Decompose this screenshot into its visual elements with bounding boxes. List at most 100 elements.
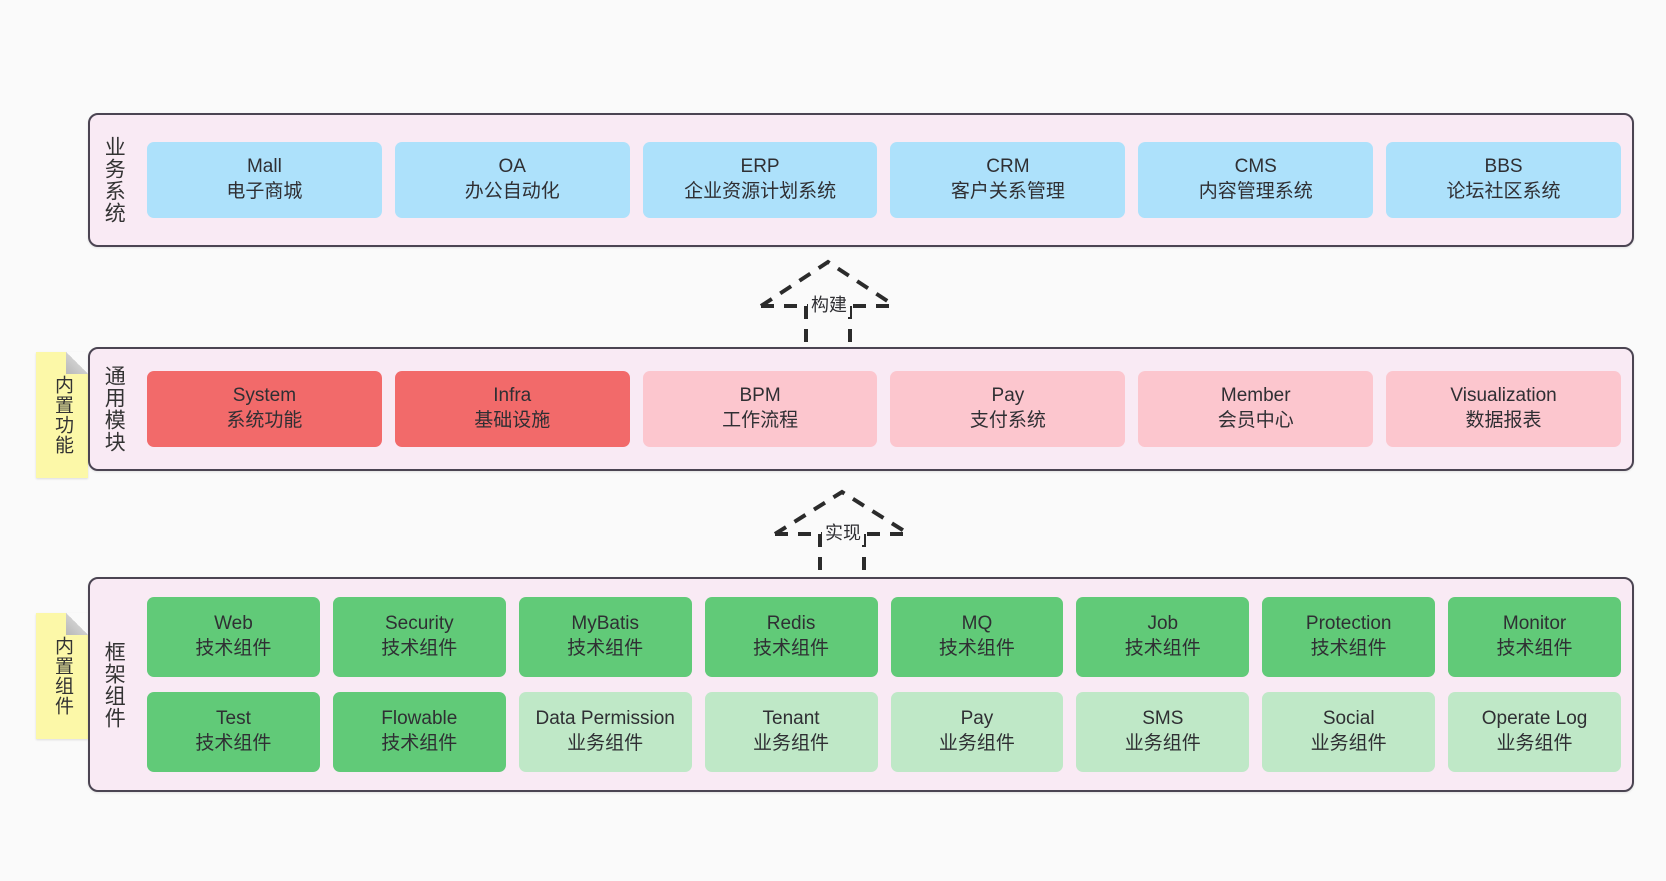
card-title-en: Data Permission — [535, 708, 675, 730]
card-title-cn: 技术组件 — [1124, 638, 1201, 659]
layer-common-modules: 通用模块 System 系统功能 Infra 基础设施 BPM 工作流程 Pay 支付系统 Me… — [88, 347, 1634, 471]
card-erp[interactable]: ERP 企业资源计划系统 — [642, 142, 878, 218]
card-title-cn: 论坛社区系统 — [1446, 181, 1561, 202]
card-title-en: BBS — [1484, 156, 1523, 178]
card-flowable[interactable]: Flowable 技术组件 — [332, 692, 506, 772]
connector-implement-label: 实现 — [822, 523, 864, 545]
card-title-cn: 工作流程 — [722, 410, 799, 431]
card-title-en: Mall — [246, 156, 282, 178]
card-tenant[interactable]: Tenant 业务组件 — [704, 692, 878, 772]
card-title-cn: 业务组件 — [567, 733, 644, 754]
card-data-permission[interactable]: Data Permission 业务组件 — [518, 692, 692, 772]
card-title-cn: 技术组件 — [195, 638, 272, 659]
card-title-cn: 业务组件 — [1310, 733, 1387, 754]
card-title-cn: 内容管理系统 — [1198, 181, 1313, 202]
layer-title-framework: 框架组件 — [102, 640, 126, 729]
card-infra[interactable]: Infra 基础设施 — [394, 371, 630, 447]
card-title-en: MyBatis — [571, 613, 639, 635]
card-title-cn: 技术组件 — [381, 733, 458, 754]
card-title-en: Monitor — [1502, 613, 1567, 635]
card-title-cn: 电子商城 — [226, 181, 303, 202]
card-title-cn: 技术组件 — [1310, 638, 1387, 659]
card-title-cn: 会员中心 — [1217, 410, 1294, 431]
card-visualization[interactable]: Visualization 数据报表 — [1386, 371, 1621, 447]
card-title-cn: 技术组件 — [567, 638, 644, 659]
card-security[interactable]: Security 技术组件 — [332, 597, 506, 677]
card-job[interactable]: Job 技术组件 — [1076, 597, 1250, 677]
card-title-cn: 办公自动化 — [464, 181, 560, 202]
card-mq[interactable]: MQ 技术组件 — [890, 597, 1064, 677]
card-title-cn: 业务组件 — [1124, 733, 1201, 754]
card-protection[interactable]: Protection 技术组件 — [1262, 597, 1436, 677]
card-title-cn: 业务组件 — [938, 733, 1015, 754]
card-title-en: ERP — [740, 156, 780, 178]
card-title-en: CMS — [1234, 156, 1277, 178]
layer-body-modules: System 系统功能 Infra 基础设施 BPM 工作流程 Pay 支付系统 Member 会… — [136, 349, 1632, 469]
card-pay[interactable]: Pay 支付系统 — [890, 371, 1126, 447]
card-title-en: Job — [1147, 613, 1179, 635]
card-title-en: Social — [1322, 708, 1375, 730]
card-title-en: Redis — [766, 613, 816, 635]
card-monitor[interactable]: Monitor 技术组件 — [1448, 597, 1621, 677]
card-title-cn: 支付系统 — [969, 410, 1046, 431]
card-title-en: Tenant — [762, 708, 820, 730]
card-title-cn: 基础设施 — [474, 410, 551, 431]
card-title-en: System — [232, 385, 297, 407]
card-title-en: Test — [216, 708, 251, 730]
layer-title-business: 业务系统 — [102, 136, 126, 224]
card-pay[interactable]: Pay 业务组件 — [890, 692, 1064, 772]
card-web[interactable]: Web 技术组件 — [147, 597, 320, 677]
card-title-cn: 数据报表 — [1465, 410, 1542, 431]
card-title-en: BPM — [739, 385, 781, 407]
card-system[interactable]: System 系统功能 — [147, 371, 382, 447]
card-title-cn: 企业资源计划系统 — [684, 181, 837, 202]
card-redis[interactable]: Redis 技术组件 — [704, 597, 878, 677]
sticky-note-builtin-function-label: 内置功能 — [52, 375, 74, 455]
card-title-cn: 技术组件 — [1496, 638, 1573, 659]
card-title-en: OA — [498, 156, 526, 178]
card-oa[interactable]: OA 办公自动化 — [394, 142, 630, 218]
connector-build-label: 构建 — [808, 295, 850, 317]
card-title-en: Security — [384, 613, 454, 635]
card-title-en: MQ — [961, 613, 993, 635]
layer-title-modules: 通用模块 — [102, 365, 126, 453]
card-title-en: Web — [214, 613, 253, 635]
card-title-en: Flowable — [381, 708, 458, 730]
card-title-en: Infra — [493, 385, 532, 407]
card-title-cn: 技术组件 — [195, 733, 272, 754]
card-bpm[interactable]: BPM 工作流程 — [642, 371, 878, 447]
card-bbs[interactable]: BBS 论坛社区系统 — [1386, 142, 1621, 218]
card-title-cn: 客户关系管理 — [950, 181, 1065, 202]
card-title-cn: 技术组件 — [753, 638, 830, 659]
card-test[interactable]: Test 技术组件 — [147, 692, 320, 772]
card-title-cn: 业务组件 — [753, 733, 830, 754]
card-title-cn: 技术组件 — [938, 638, 1015, 659]
sticky-note-builtin-component-label: 内置组件 — [52, 636, 74, 716]
card-mall[interactable]: Mall 电子商城 — [147, 142, 382, 218]
card-social[interactable]: Social 业务组件 — [1262, 692, 1436, 772]
card-title-en: Pay — [991, 385, 1025, 407]
card-title-en: Member — [1220, 385, 1291, 407]
card-title-en: Visualization — [1450, 385, 1557, 407]
card-cms[interactable]: CMS 内容管理系统 — [1138, 142, 1374, 218]
card-title-en: Operate Log — [1481, 708, 1588, 730]
card-title-en: Protection — [1305, 613, 1392, 635]
card-row: System 系统功能 Infra 基础设施 BPM 工作流程 Pay 支付系统 Member 会… — [147, 371, 1621, 447]
card-title-cn: 系统功能 — [226, 410, 303, 431]
card-member[interactable]: Member 会员中心 — [1138, 371, 1374, 447]
card-title-cn: 技术组件 — [381, 638, 458, 659]
connector-implement: 实现 — [771, 488, 913, 570]
card-title-en: Pay — [960, 708, 994, 730]
card-mybatis[interactable]: MyBatis 技术组件 — [518, 597, 692, 677]
